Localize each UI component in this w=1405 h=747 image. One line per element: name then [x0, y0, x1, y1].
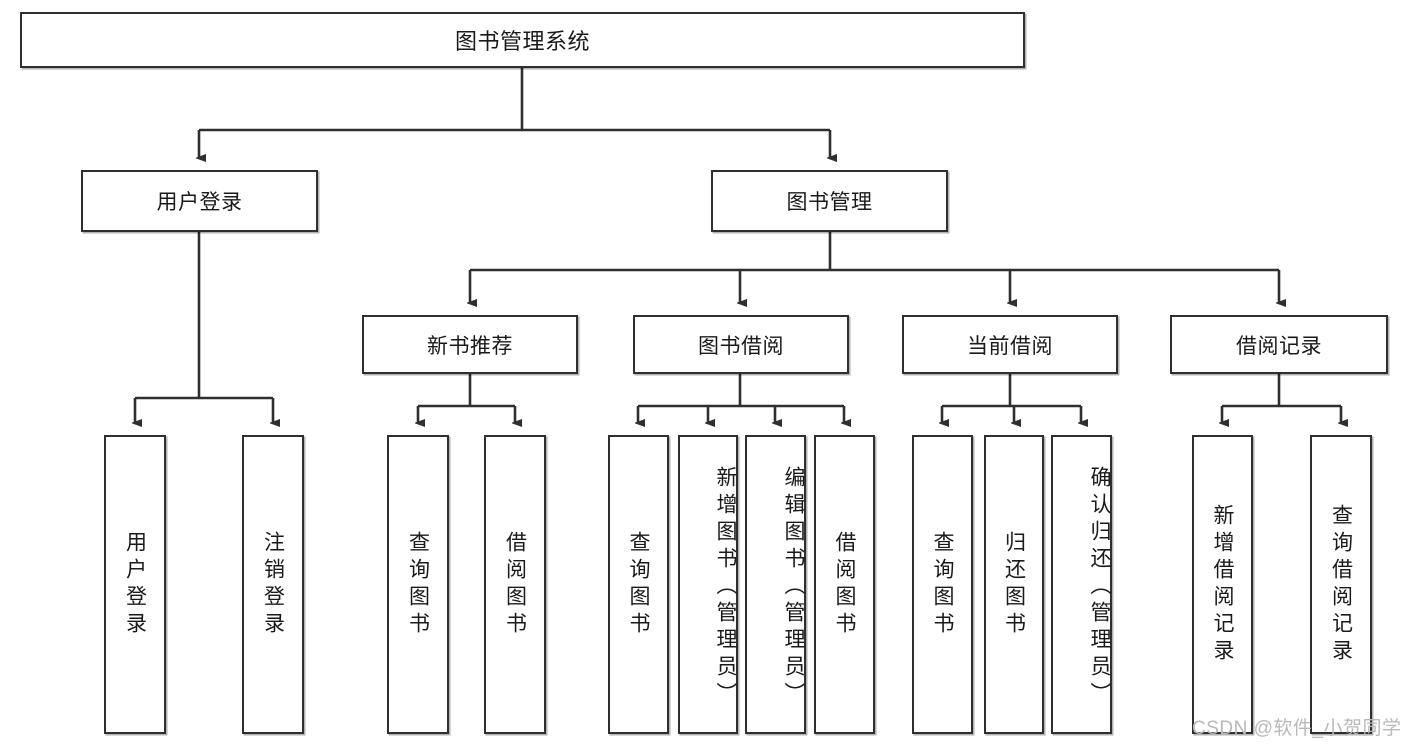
- leaf-query-books-current[interactable]: 查询图书: [912, 435, 973, 734]
- leaf-query-books-borrow[interactable]: 查询图书: [608, 435, 669, 734]
- csdn-watermark: CSDN @软件_小贺同学: [1192, 718, 1402, 739]
- node-user-login[interactable]: 用户登录: [81, 170, 318, 232]
- node-root-system[interactable]: 图书管理系统: [20, 12, 1025, 68]
- leaf-user-logout[interactable]: 注销登录: [242, 435, 304, 734]
- leaf-confirm-return-admin[interactable]: 确认归还（管理员）: [1051, 435, 1112, 734]
- node-current-borrow[interactable]: 当前借阅: [902, 315, 1118, 374]
- node-book-management[interactable]: 图书管理: [711, 170, 948, 232]
- leaf-add-borrow-record[interactable]: 新增借阅记录: [1192, 435, 1253, 734]
- leaf-add-book-admin[interactable]: 新增图书（管理员）: [678, 435, 738, 734]
- leaf-return-books[interactable]: 归还图书: [984, 435, 1044, 734]
- node-borrow-records[interactable]: 借阅记录: [1170, 315, 1388, 374]
- leaf-edit-book-admin[interactable]: 编辑图书（管理员）: [745, 435, 806, 734]
- node-book-borrow[interactable]: 图书借阅: [633, 315, 849, 374]
- node-new-book-recommend[interactable]: 新书推荐: [362, 315, 578, 374]
- leaf-borrow-books-recommend[interactable]: 借阅图书: [484, 435, 546, 734]
- leaf-query-borrow-record[interactable]: 查询借阅记录: [1310, 435, 1372, 734]
- leaf-user-login[interactable]: 用户登录: [104, 435, 166, 734]
- leaf-borrow-books[interactable]: 借阅图书: [814, 435, 875, 734]
- leaf-query-books-recommend[interactable]: 查询图书: [387, 435, 449, 734]
